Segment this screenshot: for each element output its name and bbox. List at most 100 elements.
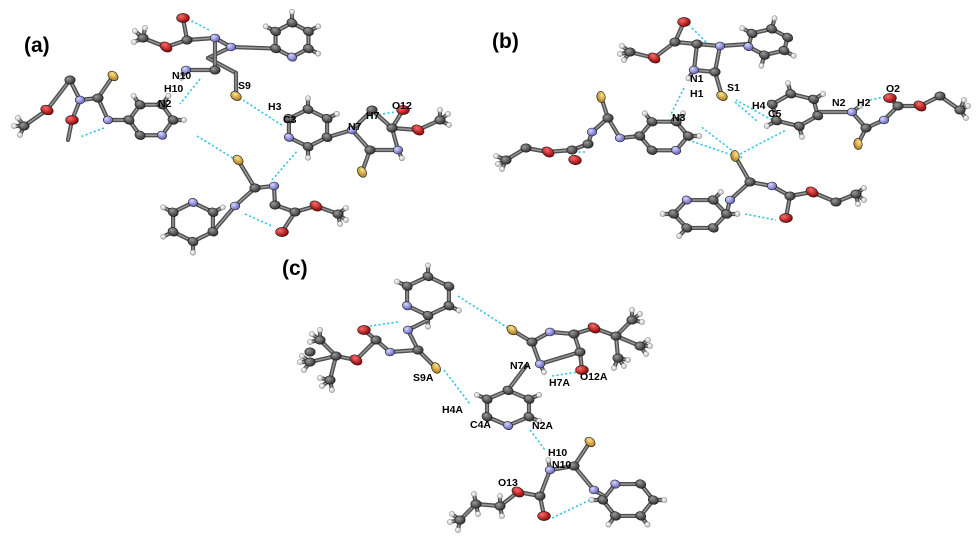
hydrogen-bond xyxy=(244,213,273,227)
hydrogen-bond xyxy=(369,321,399,327)
carbon-atom xyxy=(302,104,314,114)
carbon-atom xyxy=(303,43,314,54)
carbon-atom xyxy=(321,132,333,142)
hydrogen-atom xyxy=(190,249,196,256)
hydrogen-atom xyxy=(771,15,778,22)
nitrogen-atom xyxy=(180,65,192,75)
hydrogen-atom xyxy=(676,233,683,239)
sulfur-atom xyxy=(584,436,596,448)
oxygen-atom xyxy=(779,213,793,223)
carbon-atom xyxy=(422,271,434,282)
hydrogen-atom xyxy=(659,211,666,217)
carbon-atom xyxy=(134,100,146,110)
carbon-atom xyxy=(785,89,797,99)
hydrogen-atom xyxy=(605,521,612,528)
hydrogen-atom xyxy=(961,97,967,103)
atom-label: S9A xyxy=(413,372,434,384)
hydrogen-bond xyxy=(687,139,736,157)
carbon-atom xyxy=(134,130,146,140)
carbon-atom xyxy=(187,236,199,247)
nitrogen-atom xyxy=(724,195,736,205)
atom-label: N2A xyxy=(532,420,553,432)
hydrogen-atom xyxy=(661,497,668,503)
nitrogen-atom xyxy=(187,198,199,207)
hydrogen-atom xyxy=(11,123,17,129)
oxygen-atom xyxy=(568,155,582,165)
hydrogen-atom xyxy=(181,117,187,123)
carbon-atom xyxy=(721,209,732,219)
carbon-atom xyxy=(443,301,455,311)
carbon-atom xyxy=(167,207,179,217)
carbon-atom xyxy=(303,26,314,37)
hydrogen-atom xyxy=(455,307,462,314)
carbon-atom xyxy=(812,111,824,121)
hydrogen-atom xyxy=(588,497,595,503)
carbon-atom xyxy=(270,43,281,54)
nitrogen-atom xyxy=(346,125,358,135)
hydrogen-atom xyxy=(437,107,443,113)
hydrogen-atom xyxy=(696,133,703,139)
atom-label: N10 xyxy=(172,70,191,82)
atom-label: N1 xyxy=(690,73,704,85)
carbon-atom xyxy=(766,99,778,109)
oxygen-atom xyxy=(396,105,410,115)
carbon-atom xyxy=(758,50,770,60)
oxygen-atom xyxy=(805,186,819,198)
panel-a-label: (a) xyxy=(24,34,50,57)
atom-label: H10 xyxy=(164,83,183,95)
nitrogen-atom xyxy=(586,127,598,137)
hydrogen-atom xyxy=(178,74,185,81)
carbon-atom xyxy=(574,347,586,357)
oxygen-atom xyxy=(275,227,289,237)
carbon-atom xyxy=(778,45,790,56)
carbon-atom xyxy=(370,335,382,345)
hydrogen-atom xyxy=(545,457,552,464)
nitrogen-atom xyxy=(614,133,626,143)
carbon-atom xyxy=(324,375,336,385)
atom-label: N3 xyxy=(672,112,686,124)
hydrogen-atom xyxy=(965,103,971,109)
carbon-atom xyxy=(523,412,535,422)
nitrogen-atom xyxy=(714,41,726,51)
carbon-atom xyxy=(502,385,514,396)
atom-label: N2 xyxy=(832,97,846,109)
nitrogen-atom xyxy=(588,485,600,495)
hydrogen-bond xyxy=(689,25,707,43)
carbon-atom xyxy=(269,200,281,210)
atom-label: N2 xyxy=(158,98,172,110)
hydrogen-atom xyxy=(785,80,791,87)
hydrogen-atom xyxy=(536,418,543,424)
carbon-atom xyxy=(92,93,104,103)
oxygen-atom xyxy=(411,124,425,136)
hydrogen-bond xyxy=(196,135,237,161)
carbon-atom xyxy=(612,353,624,363)
hydrogen-atom xyxy=(963,115,969,121)
hydrogen-atom xyxy=(861,185,867,191)
hydrogen-atom xyxy=(317,375,323,381)
hydrogen-atom xyxy=(541,369,547,375)
carbon-atom xyxy=(602,113,614,123)
sulfur-atom xyxy=(107,70,119,82)
carbon-atom xyxy=(270,26,281,37)
hydrogen-atom xyxy=(299,353,305,359)
nitrogen-atom xyxy=(225,42,237,52)
oxygen-atom xyxy=(883,93,897,103)
panel-c-label: (c) xyxy=(282,257,308,280)
oxygen-atom xyxy=(176,13,190,23)
hydrogen-bond xyxy=(734,101,759,123)
hydrogen-bond xyxy=(271,149,299,181)
carbon-atom xyxy=(892,101,904,111)
hydrogen-bond xyxy=(739,129,787,155)
sulfur-atom xyxy=(730,150,740,162)
carbon-atom xyxy=(568,461,580,471)
hydrogen-atom xyxy=(455,527,461,533)
carbon-atom xyxy=(635,511,647,521)
carbon-atom xyxy=(746,28,758,39)
carbon-atom xyxy=(830,197,842,207)
oxygen-atom xyxy=(677,17,691,27)
carbon-atom xyxy=(626,315,638,325)
oxygen-atom xyxy=(541,146,555,158)
atom-label: N7A xyxy=(510,360,531,372)
hydrogen-atom xyxy=(301,367,307,373)
